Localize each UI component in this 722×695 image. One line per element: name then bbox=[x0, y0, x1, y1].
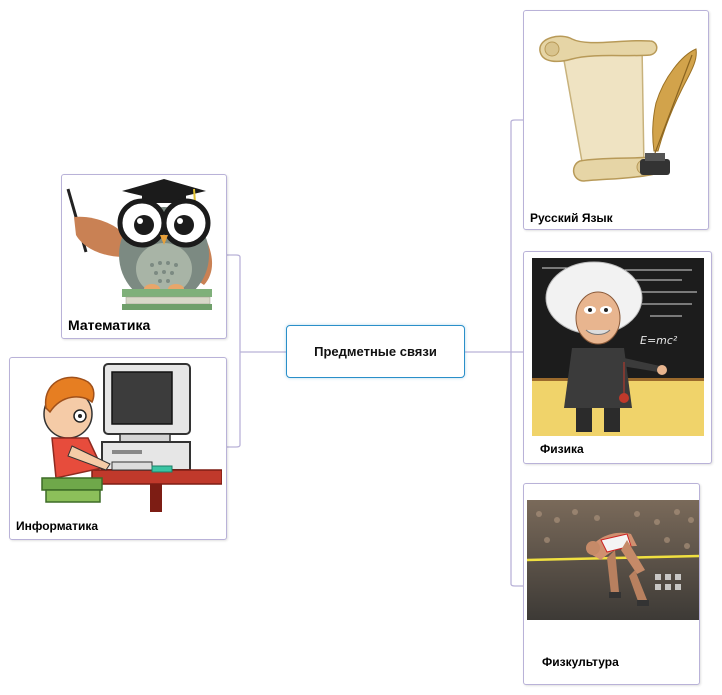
scroll-and-quill-picture bbox=[539, 35, 697, 182]
topic-mathematics[interactable]: Математика bbox=[61, 174, 227, 339]
connector-right-trunk bbox=[465, 119, 523, 587]
topic-russian-language[interactable]: Русский Язык bbox=[523, 10, 709, 230]
high-jump-athlete-picture bbox=[527, 500, 699, 620]
central-topic[interactable]: Предметные связи bbox=[286, 325, 465, 378]
topic-label: Русский Язык bbox=[530, 211, 613, 225]
boy-at-computer-picture bbox=[41, 363, 222, 512]
central-topic-label: Предметные связи bbox=[314, 344, 437, 359]
svg-text:E=mc²: E=mc² bbox=[640, 334, 678, 347]
topic-label: Физкультура bbox=[542, 655, 619, 669]
einstein-caricature-picture: E=mc² bbox=[532, 258, 704, 436]
topic-informatics[interactable]: Информатика bbox=[9, 357, 227, 540]
connector-left-trunk bbox=[226, 254, 286, 448]
owl-teacher-picture bbox=[66, 179, 213, 310]
topic-label: Физика bbox=[540, 442, 584, 456]
topic-physical-education[interactable]: Физкультура bbox=[523, 483, 700, 685]
topic-physics[interactable]: E=mc² Физика bbox=[523, 251, 712, 464]
topic-label: Информатика bbox=[16, 519, 99, 533]
topic-label: Математика bbox=[68, 317, 151, 333]
